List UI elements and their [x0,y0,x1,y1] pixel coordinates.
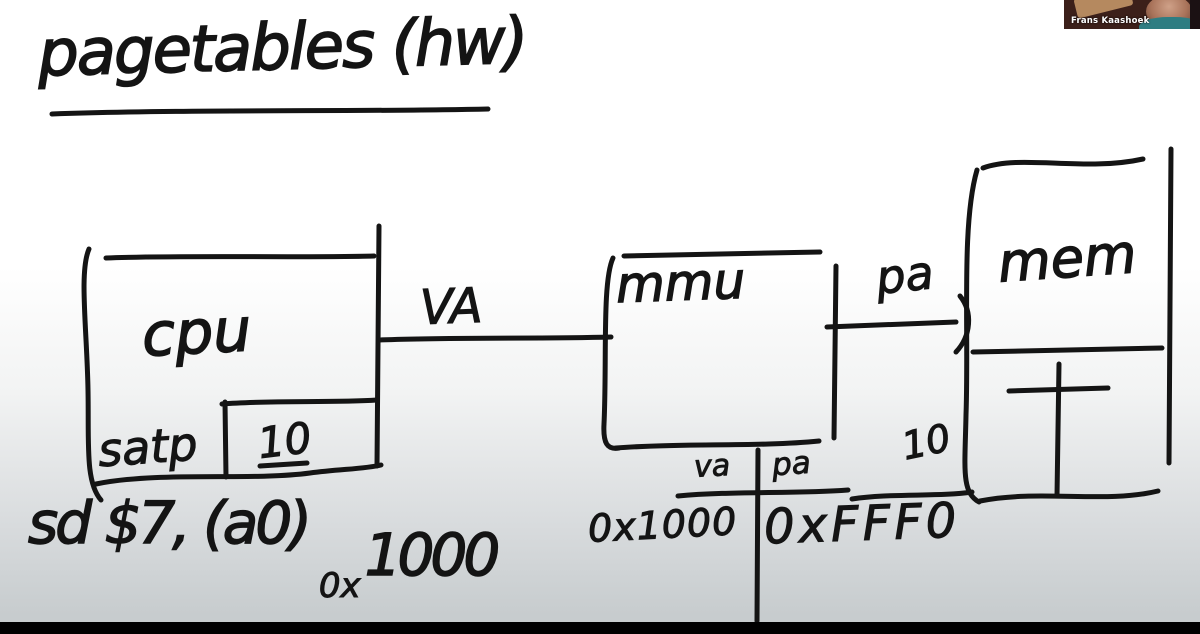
va-bus-line [376,334,614,343]
table-value-va: 0x1000 [586,499,739,552]
pa-bus-label: pa [873,245,937,306]
satp-register-value: 10 [255,412,315,469]
cpu-box-label: cpu [139,294,253,371]
mem-grid-cross [1006,361,1111,499]
title-underline [49,106,491,117]
page-title: pagetables (hw) [36,4,528,92]
store-instruction: sd $7, (a0)0x1000 [27,493,501,603]
va-bus-label: VA [418,277,484,337]
speaker-video-thumbnail[interactable]: Frans Kaashoek [1064,0,1200,29]
speaker-shirt [1138,17,1200,29]
mem-box-outline [962,146,1174,505]
speaker-name-label: Frans Kaashoek [1071,16,1150,26]
instruction-code: sd $7, (a0) [27,489,312,557]
table-header-pa: pa [770,444,812,484]
mem-page-table-pointer: 10 [897,415,955,469]
table-value-pa: 0xFFF0 [763,492,962,556]
instruction-address: 1000 [364,521,501,589]
cpu-right-bus-line [374,223,382,469]
bottom-letterbox-bar [0,622,1200,634]
webcam-dark-edge [1190,0,1200,29]
table-header-va: va [693,448,732,486]
mmu-box-label: mmu [614,251,747,315]
satp-register-label: satp [96,416,200,478]
mem-box-label: mem [995,222,1139,296]
pa-bus-line [824,293,972,355]
instruction-hex-subscript: 0x [318,566,361,606]
